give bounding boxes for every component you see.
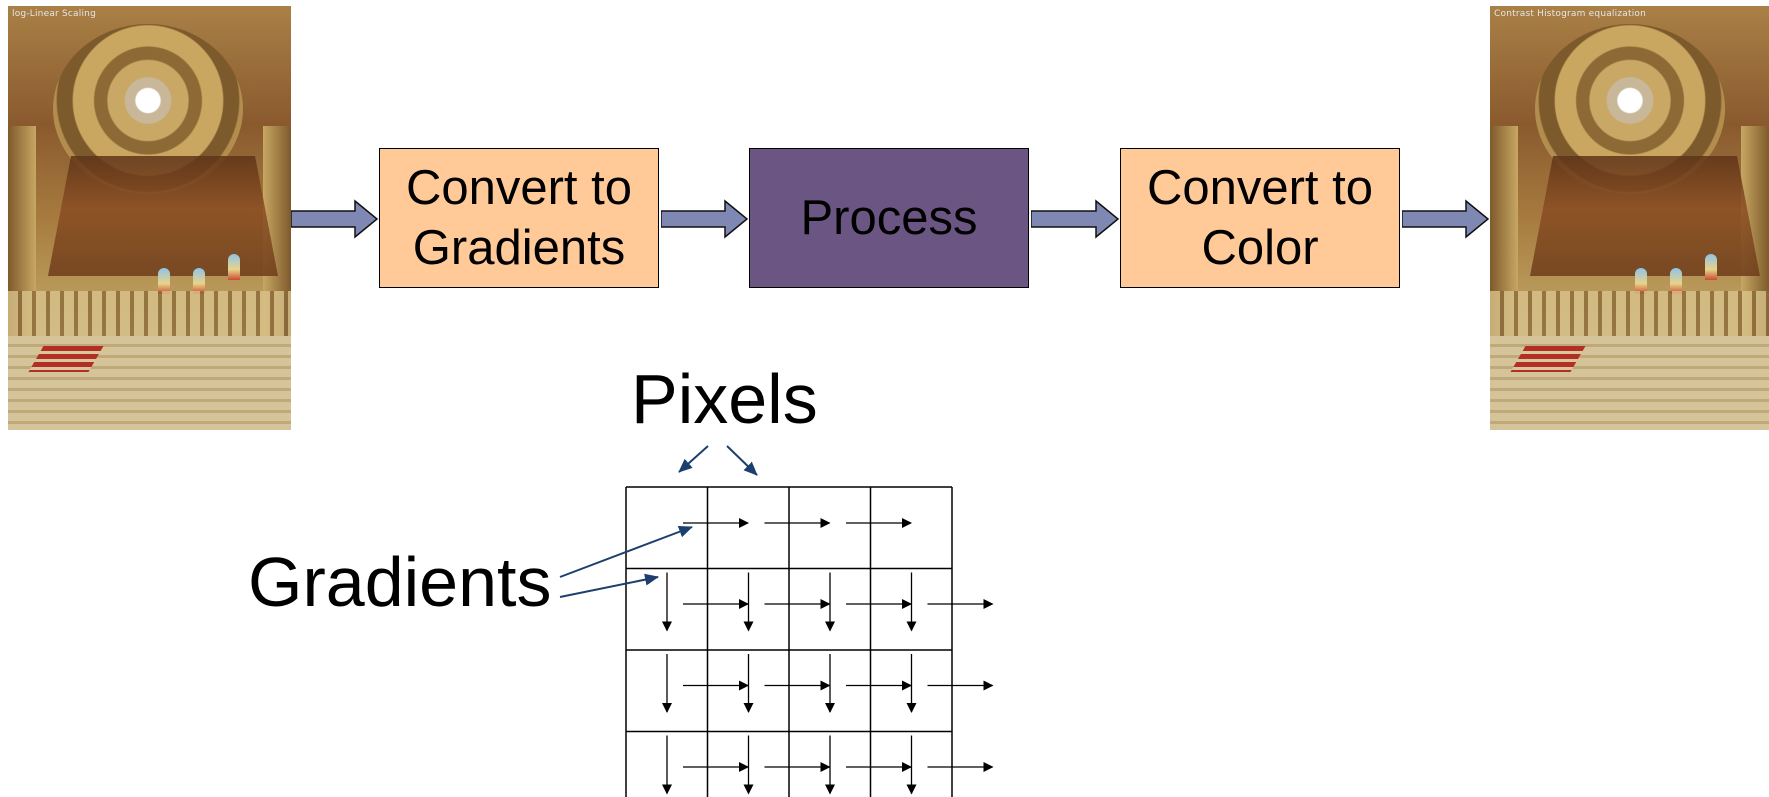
box-label-line: Convert to (1146, 161, 1374, 215)
flow-arrow-icon (661, 199, 749, 239)
photo-window (193, 268, 205, 294)
box-label-line: Convert to (405, 161, 633, 215)
photo-caption: log-Linear Scaling (12, 9, 96, 19)
box-label: Process (800, 191, 978, 245)
photo-vault (1530, 156, 1760, 276)
gradients-label: Gradients (248, 543, 552, 621)
flow-arrow-icon (1402, 199, 1490, 239)
output-photo: Contrast Histogram equalization (1490, 6, 1769, 430)
photo-window (1635, 268, 1647, 294)
gradients-pointer-arrow (559, 573, 659, 598)
photo-window (1705, 254, 1717, 280)
convert-to-gradients-box: Convert to Gradients (379, 148, 659, 288)
photo-window (1670, 268, 1682, 294)
photo-caption: Contrast Histogram equalization (1494, 9, 1647, 19)
pixels-pointer-arrow (726, 445, 758, 476)
box-label-line: Color (1201, 221, 1319, 275)
flow-arrow-icon (291, 199, 379, 239)
photo-window (158, 268, 170, 294)
gradients-pointer-arrow (559, 525, 693, 578)
photo-vault (48, 156, 278, 276)
flow-arrow-icon (1031, 199, 1120, 239)
pixels-pointer-arrow (678, 445, 709, 473)
photo-arches (8, 291, 291, 336)
input-photo: log-Linear Scaling (8, 6, 291, 430)
box-label-line: Gradients (412, 221, 626, 275)
convert-to-color-box: Convert to Color (1120, 148, 1400, 288)
pixels-label: Pixels (631, 360, 818, 438)
process-box: Process (749, 148, 1029, 288)
photo-window (228, 254, 240, 280)
photo-arches (1490, 291, 1769, 336)
